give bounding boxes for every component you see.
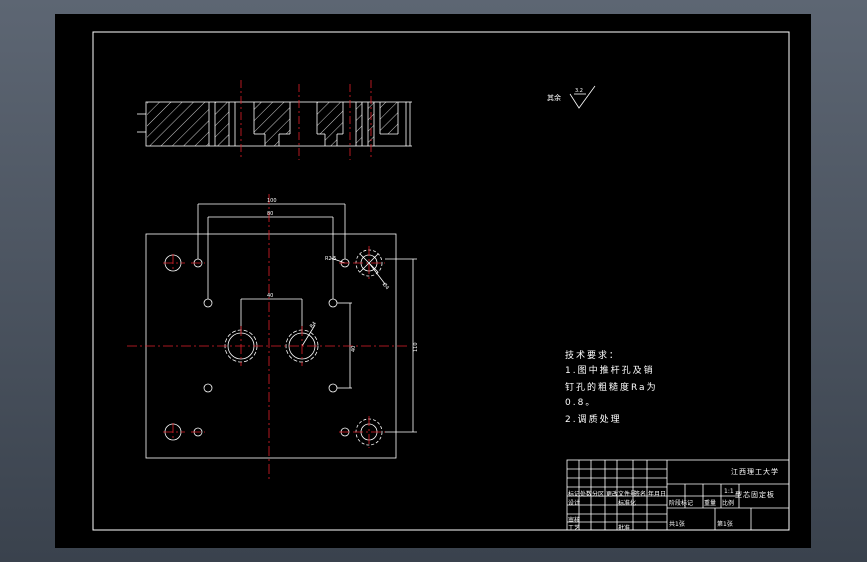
tb-weight: 重量 xyxy=(704,500,717,507)
tb-design: 设计 xyxy=(568,500,581,507)
tb-label-count: 处数 xyxy=(580,491,593,498)
ejector-hole xyxy=(203,383,213,393)
hatch-segment xyxy=(380,102,398,134)
dim-center-width: 40 xyxy=(267,293,273,299)
section-centerlines xyxy=(240,80,372,160)
tb-label-change: 更改文件号 xyxy=(606,491,637,498)
dim-right-height: 110 xyxy=(413,342,419,352)
roughness-value: 3.2 xyxy=(575,88,583,94)
tb-standard: 标准化 xyxy=(618,500,637,507)
tb-label-sign: 签名 xyxy=(634,491,647,498)
notes-line-3: 0.8。 xyxy=(565,398,597,408)
tb-label-mark: 标记 xyxy=(568,491,581,498)
hatch-segment xyxy=(254,102,290,134)
tb-label-date: 年月日 xyxy=(648,491,667,498)
notes-line-4: 2.调质处理 xyxy=(565,415,622,425)
school-name: 江西理工大学 xyxy=(731,468,779,476)
hatch-segment xyxy=(215,102,229,146)
dim-top-inner: 80 xyxy=(267,211,273,217)
section-view xyxy=(137,101,412,147)
tb-scale-label: 比例 xyxy=(722,500,735,507)
dim-top-outer: 100 xyxy=(267,198,277,204)
ejector-hole xyxy=(328,298,338,308)
dim-mid-height: 40 xyxy=(351,346,357,352)
notes-line-1: 1.图中推杆孔及销 xyxy=(565,366,655,376)
dim-hole-diameter: Ø4 xyxy=(381,281,391,291)
tb-stage: 阶段标记 xyxy=(669,500,694,507)
notes-line-2: 钉孔的粗糙度Ra为 xyxy=(565,383,658,393)
plan-view xyxy=(145,203,417,459)
inner-frame xyxy=(92,31,790,531)
hatch-segment xyxy=(317,102,343,134)
hatch-segment xyxy=(265,134,279,146)
tb-label-zone: 分区 xyxy=(592,491,605,498)
tb-process: 工艺 xyxy=(568,525,581,532)
plan-centerlines xyxy=(127,194,407,482)
dim-radius-left: R2.5 xyxy=(325,256,336,262)
cad-drawing: 其余 3.2 xyxy=(92,31,790,531)
tb-sheet-number: 第1张 xyxy=(717,521,733,528)
drawing-sheet: 其余 3.2 xyxy=(55,14,811,548)
title-block xyxy=(566,459,790,531)
tb-approve: 批准 xyxy=(618,525,631,532)
hatch-segment xyxy=(147,102,209,146)
dim-small-radius: R4 xyxy=(309,321,318,330)
tb-review: 审核 xyxy=(568,517,581,524)
hatch-segment xyxy=(325,134,337,146)
part-name: 型芯固定板 xyxy=(735,491,775,499)
tb-sheets-total: 共1张 xyxy=(669,521,685,528)
ejector-hole xyxy=(203,298,213,308)
hatch-segment xyxy=(356,102,362,146)
ejector-hole xyxy=(328,383,338,393)
tb-scale-value: 1:1 xyxy=(724,488,734,495)
roughness-label: 其余 xyxy=(547,93,561,102)
notes-heading: 技术要求： xyxy=(565,351,621,361)
roughness-symbol xyxy=(569,85,596,109)
